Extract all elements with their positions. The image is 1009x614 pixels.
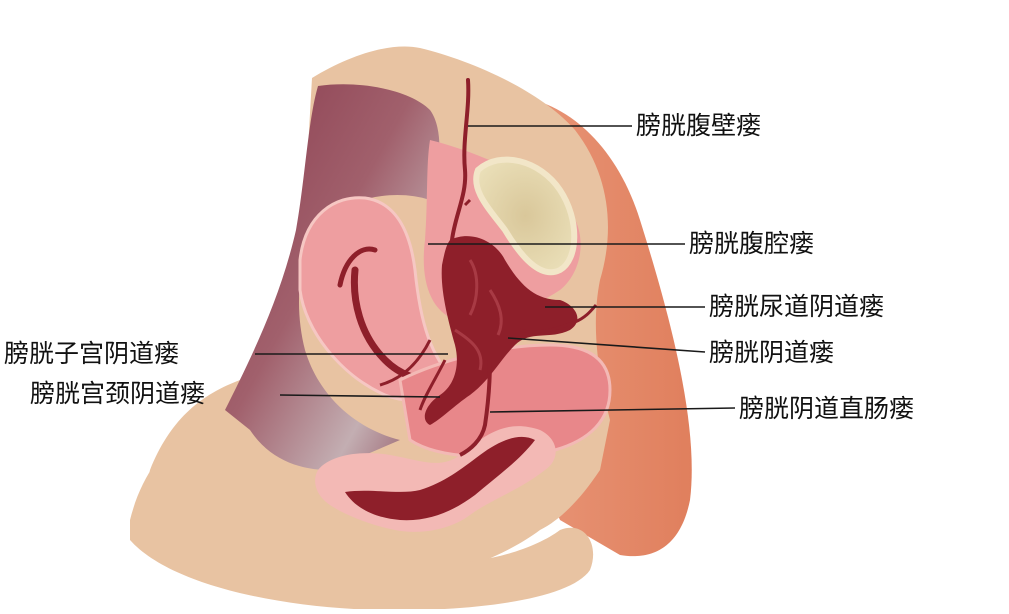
label-urethrovaginal-fistula: 膀胱尿道阴道瘘	[709, 292, 885, 321]
label-bladder-peritoneal-fistula: 膀胱腹腔瘘	[689, 229, 815, 258]
branch-tract-3	[459, 359, 492, 457]
label-bladder-abdominal-wall-fistula: 膀胱腹壁瘘	[636, 111, 762, 140]
label-vesicovaginorectal-fistula: 膀胱阴道直肠瘘	[739, 394, 915, 423]
label-vesicocervicovaginal-fistula: 膀胱宫颈阴道瘘	[30, 379, 206, 408]
uterus	[298, 196, 463, 402]
leader-vesicovaginorectal	[489, 407, 736, 413]
branch-tract-2	[418, 359, 447, 411]
anal-canal	[345, 436, 535, 521]
leader-vesicovaginal	[507, 337, 706, 353]
leader-vesicocervicovaginal	[279, 394, 441, 398]
label-vesicovaginal-fistula: 膀胱阴道瘘	[709, 338, 835, 367]
branch-tract-4	[519, 304, 598, 334]
lower-skin	[130, 400, 594, 611]
abdominal-cavity	[225, 84, 440, 471]
label-vesicouterovaginal-fistula: 膀胱子宫阴道瘘	[4, 339, 180, 368]
abdominal-wall-tract	[450, 78, 471, 242]
branch-tract-1	[379, 339, 432, 387]
